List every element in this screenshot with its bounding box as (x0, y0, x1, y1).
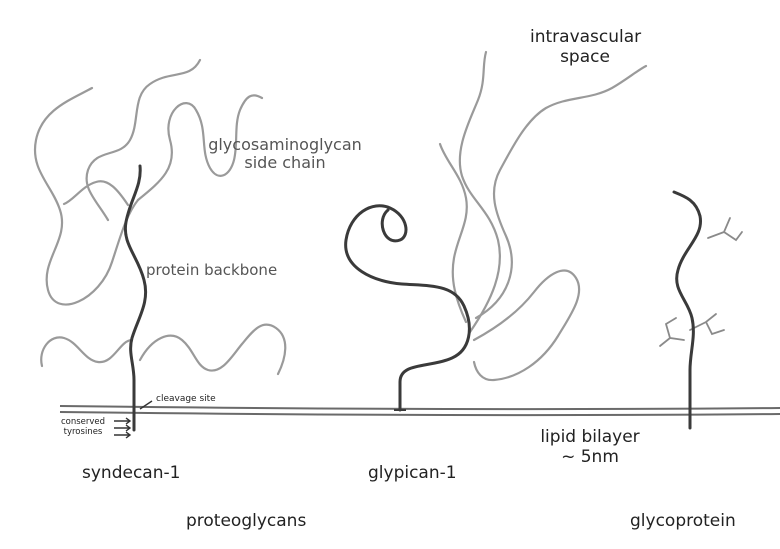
gag-line2: side chain (205, 154, 365, 172)
tyrosine-arrows (114, 418, 130, 438)
side-chain (474, 271, 579, 381)
glycoprotein-oligosaccharides (660, 218, 742, 346)
glypican-side-chains (440, 52, 646, 380)
oligosaccharide (660, 318, 684, 346)
glycoprotein-backbone (674, 192, 701, 428)
intravascular-label: intravascular space (530, 28, 640, 67)
side-chain (140, 325, 285, 374)
proteoglycans-label: proteoglycans (186, 512, 306, 532)
syndecan-side-chains (35, 60, 285, 374)
lipid-bilayer-label: lipid bilayer ~ 5nm (530, 428, 650, 467)
intravascular-line2: space (530, 48, 640, 68)
gag-label: glycosaminoglycan side chain (205, 136, 365, 173)
gag-line1: glycosaminoglycan (205, 136, 365, 154)
lipid-line2: ~ 5nm (530, 448, 650, 468)
side-chain (476, 66, 646, 318)
syndecan-label: syndecan-1 (82, 464, 180, 484)
glypican-backbone (346, 206, 470, 410)
oligosaccharide (708, 218, 742, 240)
lipid-bilayer (60, 406, 780, 415)
glypican-label: glypican-1 (368, 464, 457, 484)
oligosaccharide (690, 314, 724, 334)
protein-backbone-label: protein backbone (146, 262, 277, 279)
cleavage-site-label: cleavage site (156, 394, 216, 404)
conserved-line2: tyrosines (54, 428, 112, 438)
side-chain (41, 337, 132, 366)
conserved-tyrosines-label: conserved tyrosines (54, 418, 112, 438)
protein-backbones (125, 166, 700, 430)
glycoprotein-label: glycoprotein (630, 512, 736, 532)
lipid-line1: lipid bilayer (530, 428, 650, 448)
intravascular-line1: intravascular (530, 28, 640, 48)
side-chain (440, 144, 467, 322)
